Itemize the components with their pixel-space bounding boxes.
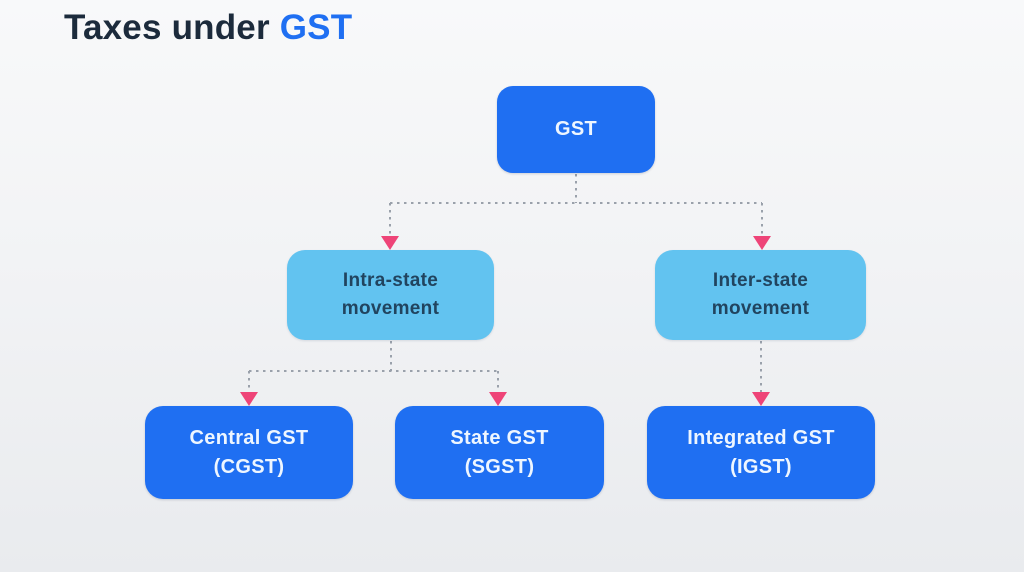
node-label-line: Integrated GST [687, 426, 835, 449]
page-title-prefix: Taxes under [64, 8, 280, 47]
node-inter-state-movement: Inter-state movement [655, 250, 866, 340]
node-label-line: State GST [450, 426, 549, 449]
arrow-down-icon [240, 392, 258, 406]
arrow-down-icon [752, 392, 770, 406]
node-central-gst: Central GST (CGST) [145, 406, 353, 499]
node-label-line: movement [341, 298, 440, 319]
node-label-line: movement [711, 298, 810, 319]
arrow-down-icon [381, 236, 399, 250]
node-label-line: (CGST) [213, 455, 285, 478]
arrow-down-icon [753, 236, 771, 250]
node-label-line: Inter-state [712, 270, 809, 292]
node-gst: GST [497, 86, 655, 173]
arrow-down-icon [489, 392, 507, 406]
page-title: Taxes under GST [64, 8, 352, 48]
node-gst-label: GST [554, 118, 597, 140]
node-label-line: (IGST) [730, 455, 792, 478]
node-intra-state-movement: Intra-state movement [287, 250, 494, 340]
node-integrated-gst: Integrated GST (IGST) [647, 406, 875, 499]
page-title-highlight: GST [279, 8, 353, 47]
node-label-line: Central GST [189, 426, 309, 449]
node-label-line: Intra-state [342, 270, 439, 292]
node-state-gst: State GST (SGST) [395, 406, 604, 499]
node-label-line: (SGST) [464, 455, 535, 478]
